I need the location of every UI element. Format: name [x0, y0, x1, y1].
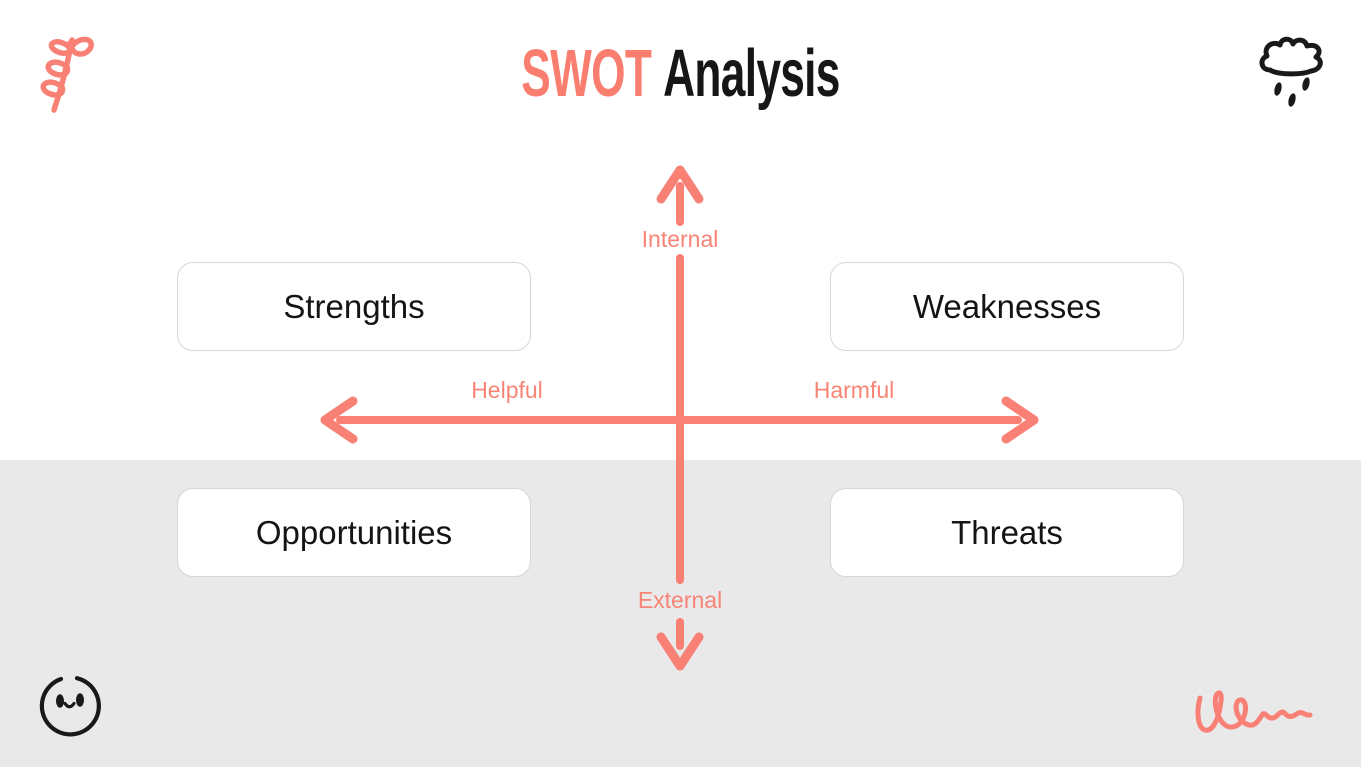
smiley-face-icon — [36, 672, 102, 738]
weaknesses-label: Weaknesses — [912, 287, 1102, 325]
internal-axis-label: Internal — [641, 226, 719, 252]
harmful-axis-label: Harmful — [813, 377, 895, 403]
rain-cloud-icon — [1258, 36, 1324, 108]
title-highlight: SWOT — [521, 36, 652, 111]
left-arrowhead — [320, 396, 358, 444]
right-arrowhead — [1001, 396, 1039, 444]
strengths-label: Strengths — [283, 287, 425, 325]
helpful-axis-label: Helpful — [471, 377, 543, 403]
opportunities-box[interactable]: Opportunities — [177, 488, 531, 577]
strengths-box[interactable]: Strengths — [177, 262, 531, 351]
threats-box[interactable]: Threats — [830, 488, 1184, 577]
signature-doodle — [1192, 686, 1324, 742]
plant-sprig-icon — [40, 24, 100, 114]
title-rest: Analysis — [663, 36, 840, 111]
opportunities-label: Opportunities — [255, 513, 453, 551]
threats-label: Threats — [951, 513, 1063, 551]
external-axis-label: External — [637, 587, 723, 613]
weaknesses-box[interactable]: Weaknesses — [830, 262, 1184, 351]
up-arrowhead — [656, 165, 704, 204]
